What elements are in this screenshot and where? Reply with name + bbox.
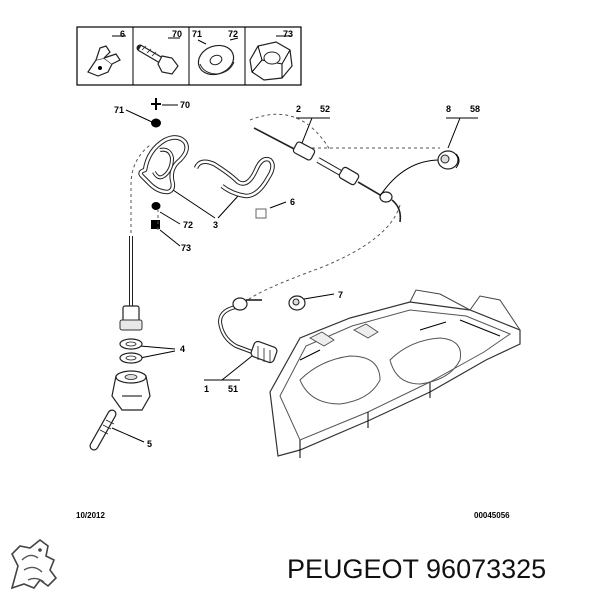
brand-part-number: PEUGEOT 96073325 bbox=[287, 554, 546, 584]
instrument-cluster bbox=[269, 289, 521, 458]
svg-text:58: 58 bbox=[470, 104, 480, 114]
svg-text:51: 51 bbox=[228, 384, 238, 394]
screw-mark bbox=[151, 98, 161, 229]
callout-72: 72 bbox=[159, 211, 193, 230]
cable-lower bbox=[217, 297, 278, 364]
clip-icon bbox=[87, 35, 126, 77]
svg-text:72: 72 bbox=[183, 220, 193, 230]
bolt-icon bbox=[136, 37, 180, 75]
clip-part-3-left bbox=[138, 135, 189, 195]
assembly-line-left bbox=[130, 144, 151, 305]
callout-6: 6 bbox=[255, 197, 295, 219]
legend-label-73: 73 bbox=[283, 29, 293, 39]
svg-text:3: 3 bbox=[213, 220, 218, 230]
callout-3: 3 bbox=[169, 187, 239, 230]
callout-71: 71 bbox=[114, 105, 153, 123]
callout-8-58: 8 58 bbox=[446, 104, 480, 149]
clip-part-3-right bbox=[193, 156, 275, 199]
grommet-part-8 bbox=[437, 150, 460, 170]
legend-label-70: 70 bbox=[172, 29, 182, 39]
callout-73: 73 bbox=[159, 229, 191, 253]
callout-7: 7 bbox=[303, 290, 343, 300]
svg-text:70: 70 bbox=[180, 100, 190, 110]
callout-1-51: 1 51 bbox=[204, 355, 253, 394]
legend-label-72: 72 bbox=[228, 29, 238, 39]
peugeot-lion-logo-icon bbox=[10, 538, 58, 590]
legend-box: 6 70 71 72 73 bbox=[76, 26, 302, 86]
svg-text:7: 7 bbox=[338, 290, 343, 300]
svg-text:5: 5 bbox=[147, 439, 152, 449]
grommet-part-7 bbox=[288, 295, 306, 311]
gear-housing bbox=[111, 370, 151, 411]
nut-icon bbox=[249, 35, 293, 81]
callout-5: 5 bbox=[111, 427, 152, 449]
footer-ref: 00045056 bbox=[474, 511, 510, 520]
legend-label-6: 6 bbox=[120, 29, 125, 39]
svg-text:4: 4 bbox=[180, 344, 185, 354]
svg-text:8: 8 bbox=[446, 104, 451, 114]
bolt-part-5 bbox=[89, 409, 117, 451]
drive-shaft bbox=[119, 236, 143, 364]
svg-text:2: 2 bbox=[296, 104, 301, 114]
svg-text:71: 71 bbox=[114, 105, 124, 115]
svg-text:1: 1 bbox=[204, 384, 209, 394]
cable-upper bbox=[253, 127, 441, 223]
callout-4: 4 bbox=[139, 344, 185, 359]
washer-icon bbox=[197, 37, 239, 76]
legend-label-71: 71 bbox=[192, 29, 202, 39]
svg-text:6: 6 bbox=[290, 197, 295, 207]
assembly-line-right bbox=[247, 204, 401, 301]
callout-70: 70 bbox=[162, 100, 190, 110]
svg-text:73: 73 bbox=[181, 243, 191, 253]
footer-date: 10/2012 bbox=[76, 511, 105, 520]
svg-text:52: 52 bbox=[320, 104, 330, 114]
